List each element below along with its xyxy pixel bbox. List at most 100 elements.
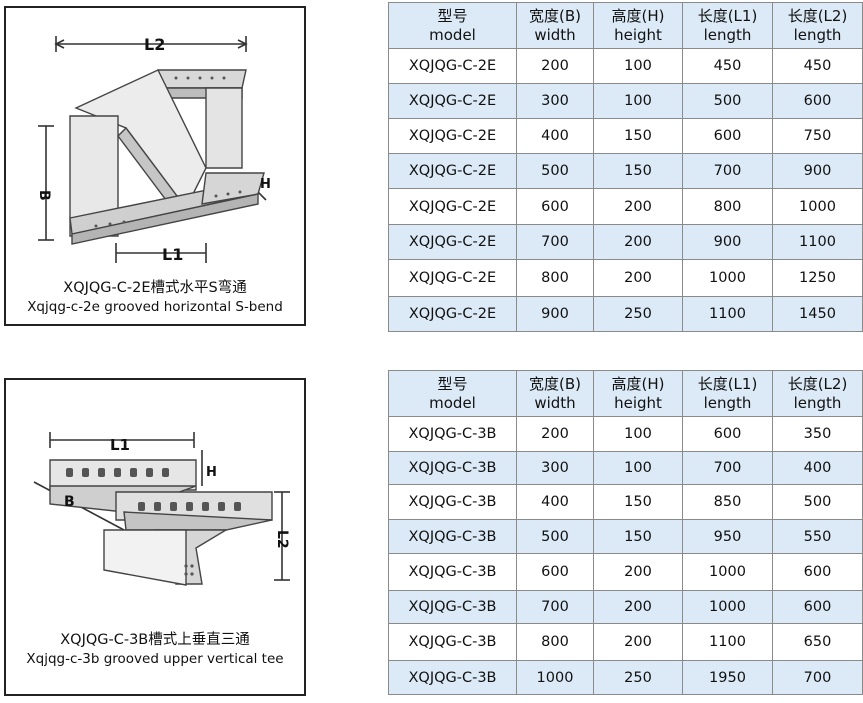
- table-cell: 1000: [682, 259, 773, 297]
- table-cell: 500: [682, 83, 773, 119]
- header-label: 宽度(B): [529, 374, 581, 393]
- table-cell: 200: [516, 416, 594, 452]
- header-label: 长度(L1): [697, 374, 758, 393]
- table-cell: 300: [516, 83, 594, 119]
- header-label: 高度(H): [611, 6, 665, 25]
- header-label: length: [793, 393, 842, 412]
- table-cell: 600: [772, 553, 863, 591]
- table-cell: XQJQG-C-2E: [388, 259, 517, 297]
- table-cell: 1100: [682, 296, 773, 332]
- b-dimension-label: B: [36, 190, 52, 201]
- header-width: 宽度(B)width: [516, 2, 594, 49]
- table-cell: 1000: [682, 590, 773, 624]
- header-label: length: [703, 25, 752, 44]
- header-label: 长度(L2): [787, 6, 848, 25]
- table-cell: 1100: [772, 224, 863, 260]
- table-cell: 150: [593, 118, 683, 154]
- table-cell: 600: [516, 188, 594, 225]
- table-cell: 100: [593, 48, 683, 84]
- table-cell: 200: [593, 553, 683, 591]
- table-cell: 400: [772, 451, 863, 485]
- table-cell: 600: [682, 416, 773, 452]
- table-cell: XQJQG-C-2E: [388, 48, 517, 84]
- l2-dimension-label: L2: [274, 530, 290, 549]
- table-cell: XQJQG-C-2E: [388, 83, 517, 119]
- table-cell: 650: [772, 623, 863, 661]
- table-cell: 900: [772, 153, 863, 189]
- table-cell: 500: [516, 153, 594, 189]
- table-cell: XQJQG-C-2E: [388, 224, 517, 260]
- vertical-tee-caption-english: Xqjqg-c-3b grooved upper vertical tee: [26, 651, 284, 667]
- table-cell: XQJQG-C-2E: [388, 153, 517, 189]
- table-cell: 850: [682, 484, 773, 520]
- table-cell: 1250: [772, 259, 863, 297]
- table-cell: 1000: [682, 553, 773, 591]
- table-cell: XQJQG-C-3B: [388, 416, 517, 452]
- table-cell: 1100: [682, 623, 773, 661]
- table-cell: 700: [682, 153, 773, 189]
- s-bend-caption-chinese: XQJQG-C-2E槽式水平S弯通: [63, 280, 247, 296]
- header-height: 高度(H)height: [593, 2, 683, 49]
- table-cell: 1000: [772, 188, 863, 225]
- table-cell: 700: [516, 224, 594, 260]
- vertical-tee-caption-chinese: XQJQG-C-3B槽式上垂直三通: [60, 632, 250, 648]
- table-cell: 700: [516, 590, 594, 624]
- table-cell: XQJQG-C-2E: [388, 296, 517, 332]
- table-cell: 1450: [772, 296, 863, 332]
- table-cell: XQJQG-C-3B: [388, 519, 517, 554]
- table-cell: 200: [593, 224, 683, 260]
- table-cell: XQJQG-C-3B: [388, 484, 517, 520]
- table-cell: 200: [593, 623, 683, 661]
- table-cell: XQJQG-C-2E: [388, 188, 517, 225]
- table-cell: 700: [772, 660, 863, 695]
- table-cell: XQJQG-C-3B: [388, 623, 517, 661]
- table-cell: 600: [772, 590, 863, 624]
- header-label: 宽度(B): [529, 6, 581, 25]
- h-dimension-label: H: [206, 465, 217, 480]
- table-cell: 400: [516, 484, 594, 520]
- table-cell: 450: [772, 48, 863, 84]
- header-label: length: [703, 393, 752, 412]
- table-cell: 900: [682, 224, 773, 260]
- header-label: model: [429, 25, 476, 44]
- s-bend-figure-panel: L2 B H L1 XQJQG-C-2E槽式水平S弯通 Xqjqg-c-2e g…: [4, 6, 306, 326]
- table-cell: 750: [772, 118, 863, 154]
- header-label: model: [429, 393, 476, 412]
- header-label: 高度(H): [611, 374, 665, 393]
- header-label: 型号: [437, 6, 468, 25]
- table-cell: 100: [593, 83, 683, 119]
- table-cell: 1950: [682, 660, 773, 695]
- table-cell: 900: [516, 296, 594, 332]
- l2-dimension-label: L2: [144, 35, 165, 54]
- l1-dimension-label: L1: [162, 245, 183, 264]
- header-length-l1: 长度(L1)length: [682, 2, 773, 49]
- vertical-tee-figure-panel: L1 H B L2 XQJQG-C-3B槽式上垂直三通 Xqjqg-c-3b g…: [4, 378, 306, 696]
- table-cell: 500: [516, 519, 594, 554]
- b-dimension-label: B: [64, 494, 75, 510]
- header-height: 高度(H)height: [593, 370, 683, 417]
- table-cell: 200: [516, 48, 594, 84]
- table-cell: 350: [772, 416, 863, 452]
- table-cell: 550: [772, 519, 863, 554]
- vertical-tee-drawing: L1 H B L2: [33, 432, 290, 586]
- table-cell: 200: [593, 590, 683, 624]
- table-cell: 600: [516, 553, 594, 591]
- table-cell: 300: [516, 451, 594, 485]
- table-cell: 700: [682, 451, 773, 485]
- l1-dimension-label: L1: [110, 436, 130, 454]
- table-cell: XQJQG-C-3B: [388, 660, 517, 695]
- table-cell: 100: [593, 416, 683, 452]
- header-label: width: [534, 393, 576, 412]
